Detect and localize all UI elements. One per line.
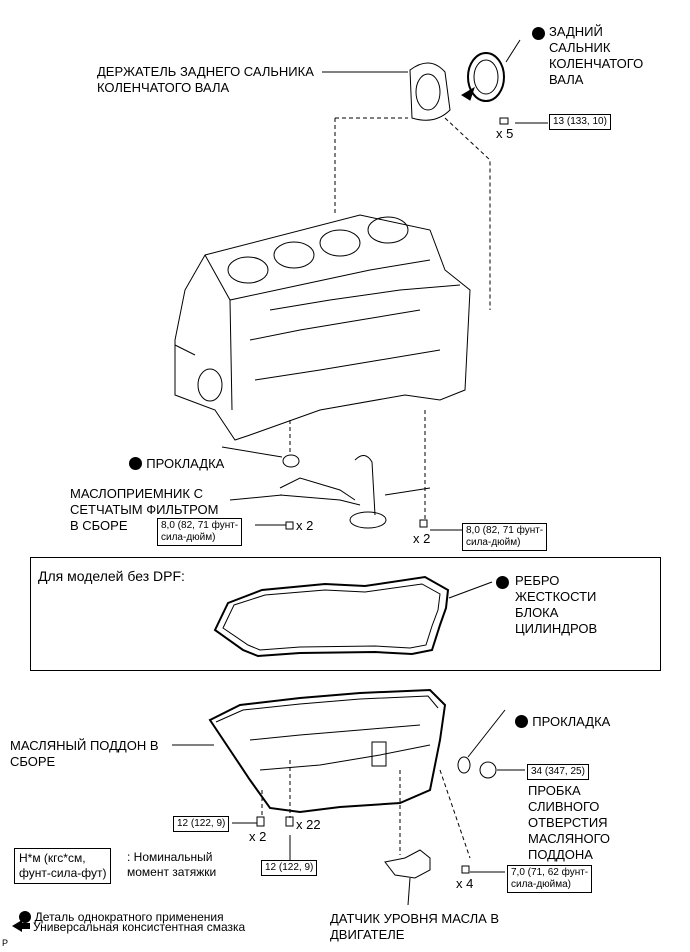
gasket-top-label: ПРОКЛАДКА xyxy=(122,440,224,472)
rear-seal-retainer-label: ДЕРЖАТЕЛЬ ЗАДНЕГО САЛЬНИКА КОЛЕНЧАТОГО В… xyxy=(97,64,314,95)
figure-code: P xyxy=(2,938,9,948)
torque-strainer-right: 8,0 (82, 71 фунт- сила-дюйм) xyxy=(462,523,548,551)
qty-pan-a: x 2 xyxy=(249,829,267,844)
torque-retainer: 13 (133, 10) xyxy=(549,114,611,130)
no-dpf-title: Для моделей без DPF: xyxy=(38,568,185,584)
stiffener-text: РЕБРО ЖЕСТКОСТИ БЛОКА ЦИЛИНДРОВ xyxy=(515,573,598,636)
torque-unit-description: : Номинальный момент затяжки xyxy=(127,850,217,879)
torque-sensor: 7,0 (71, 62 фунт- сила-дюйма) xyxy=(507,865,593,893)
gasket-top-text: ПРОКЛАДКА xyxy=(146,456,225,471)
torque-strainer-left: 8,0 (82, 71 фунт- сила-дюйм) xyxy=(157,518,243,546)
rear-oil-seal-label: ЗАДНИЙ САЛЬНИК КОЛЕНЧАТОГО ВАЛА xyxy=(532,24,643,87)
grease-legend: Универсальная консистентная смазка xyxy=(33,920,246,934)
gasket-bottom-text: ПРОКЛАДКА xyxy=(532,714,611,729)
torque-pan-b: 12 (122, 9) xyxy=(261,860,318,876)
non-reusable-marker-icon xyxy=(129,457,143,470)
qty-retainer: x 5 xyxy=(496,126,514,141)
torque-unit-legend: Н*м (кгс*см, фунт-сила-фут) xyxy=(14,848,112,884)
oil-pan-label: МАСЛЯНЫЙ ПОДДОН В СБОРЕ xyxy=(10,738,159,769)
qty-strainer-left: x 2 xyxy=(296,518,314,533)
qty-pan-b: x 22 xyxy=(296,817,321,832)
drain-plug-label: ПРОБКА СЛИВНОГО ОТВЕРСТИЯ МАСЛЯНОГО ПОДД… xyxy=(528,783,611,862)
no-dpf-section xyxy=(30,557,661,671)
torque-pan-a: 12 (122, 9) xyxy=(173,816,230,832)
non-reusable-marker-icon xyxy=(532,27,545,40)
rear-oil-seal-text: ЗАДНИЙ САЛЬНИК КОЛЕНЧАТОГО ВАЛА xyxy=(549,24,644,87)
non-reusable-marker-icon xyxy=(515,715,529,728)
non-reusable-marker-icon xyxy=(496,576,509,589)
qty-strainer-right: x 2 xyxy=(413,531,431,546)
gasket-bottom-label: ПРОКЛАДКА xyxy=(508,698,610,730)
strainer-label: МАСЛОПРИЕМНИК С СЕТЧАТЫМ ФИЛЬТРОМ В СБОР… xyxy=(70,486,219,533)
non-reusable-text: Деталь однократного применения xyxy=(34,910,224,924)
qty-sensor: x 4 xyxy=(456,876,474,891)
stiffener-label: РЕБРО ЖЕСТКОСТИ БЛОКА ЦИЛИНДРОВ xyxy=(496,573,597,636)
non-reusable-legend: Деталь однократного применения xyxy=(12,893,224,925)
level-sensor-label: ДАТЧИК УРОВНЯ МАСЛА В ДВИГАТЕЛЕ xyxy=(330,911,500,942)
torque-drain-plug: 34 (347, 25) xyxy=(527,764,589,780)
non-reusable-marker-icon xyxy=(18,911,31,923)
